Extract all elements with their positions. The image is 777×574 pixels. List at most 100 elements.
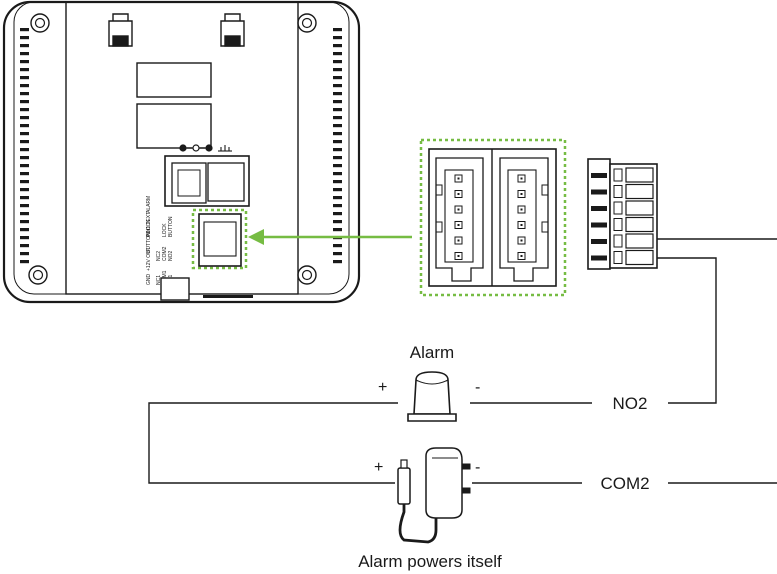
- socket-pin-center: [457, 239, 460, 242]
- vent-slot: [20, 180, 29, 184]
- vent-slot: [20, 52, 29, 56]
- vent-slot: [20, 92, 29, 96]
- socket-pin-center: [457, 193, 460, 195]
- plug-pin-marker: [591, 255, 607, 261]
- com2-label: COM2: [600, 474, 649, 493]
- vent-slot: [20, 108, 29, 112]
- vent-slot: [333, 156, 342, 160]
- vent-slot: [333, 188, 342, 192]
- polarity-symbol: [179, 144, 213, 152]
- port-label: NC1: [156, 275, 162, 285]
- port-label: LOCK: [162, 223, 168, 237]
- vent-slot: [333, 132, 342, 136]
- vent-slot: [20, 228, 29, 232]
- rj45-socket: [171, 162, 207, 204]
- vent-slot: [333, 84, 342, 88]
- plug-wire-slot: [625, 249, 654, 266]
- socket-pin-center: [457, 224, 460, 226]
- vent-slot: [20, 44, 29, 48]
- vent-slot: [333, 220, 342, 224]
- device-terminal-highlight: [191, 208, 248, 270]
- vent-slot: [20, 100, 29, 104]
- socket-pins-left: [454, 174, 463, 260]
- vent-slot: [20, 188, 29, 192]
- vent-slot: [333, 196, 342, 200]
- plug-pin-marker: [591, 239, 607, 244]
- vent-slot: [20, 124, 29, 128]
- port-label: NC2: [156, 251, 162, 261]
- vent-slot: [20, 204, 29, 208]
- vent-slot: [333, 108, 342, 112]
- plug-pin-marker: [591, 173, 607, 178]
- socket-pin-center: [520, 224, 523, 226]
- vent-slot: [20, 140, 29, 144]
- alarm-label: Alarm: [410, 343, 454, 362]
- socket-pin-center: [520, 239, 523, 242]
- device-back-panel: [2, 0, 361, 304]
- alarm-minus-sign: -: [475, 379, 480, 396]
- vent-slot: [20, 132, 29, 136]
- alarm-siren-icon: [407, 371, 457, 422]
- usb-icon: [218, 145, 232, 152]
- port-labels-col2: NC1 COM1 NO1 NC2 COM2 NO2 LOCK BUTTON: [156, 216, 174, 285]
- device-bottom-strip: [203, 295, 253, 298]
- vent-slot: [20, 60, 29, 64]
- vent-slot: [20, 172, 29, 176]
- port-label: COM2: [162, 246, 168, 261]
- plug-screw-slot: [613, 234, 623, 248]
- plug-pin-marker: [591, 189, 607, 195]
- socket-pin-center: [457, 255, 460, 257]
- device-socket-block: [164, 155, 250, 207]
- zoom-terminal-highlight: [419, 138, 567, 297]
- label-recess-top: [136, 62, 212, 98]
- vent-slot: [333, 116, 342, 120]
- socket-pin-center: [457, 177, 460, 180]
- vent-slot: [333, 204, 342, 208]
- vent-slot: [333, 252, 342, 256]
- socket-pin-center: [520, 208, 523, 211]
- plug-wire-slot: [625, 167, 654, 183]
- vent-slot: [333, 60, 342, 64]
- plug-wire-slot: [625, 233, 654, 249]
- vent-slot: [333, 76, 342, 80]
- plug-screw-slot: [613, 201, 623, 215]
- port-labels-col1: GND +12V OUT BUTTON PIN1 TEXT: [146, 212, 152, 285]
- vent-slot: [20, 148, 29, 152]
- plug-wire-slot: [625, 200, 654, 216]
- mount-hook-right: [220, 13, 245, 47]
- socket-pin-center: [457, 208, 460, 211]
- port-group-labels: LOCK ALARM: [146, 196, 152, 233]
- vent-slot: [20, 196, 29, 200]
- vent-slot: [20, 244, 29, 248]
- vent-slot: [333, 100, 342, 104]
- vent-slot: [333, 44, 342, 48]
- port-label: BUTTON: [168, 216, 174, 237]
- vent-slot: [333, 172, 342, 176]
- plug-screw-slot: [613, 168, 623, 182]
- vent-slot: [20, 236, 29, 240]
- socket-pins-right: [517, 174, 526, 260]
- power-adapter-icon: [397, 447, 471, 544]
- vent-slot: [333, 148, 342, 152]
- vent-slots-right: [333, 28, 342, 264]
- vent-slot: [333, 36, 342, 40]
- vent-slot: [20, 252, 29, 256]
- vent-slot: [20, 164, 29, 168]
- vent-slot: [20, 36, 29, 40]
- port-label: PIN1 TEXT: [146, 212, 152, 237]
- screw-top-left: [30, 13, 50, 33]
- label-recess-bottom: [136, 103, 212, 149]
- zoom-terminal-socket: [428, 148, 557, 287]
- port-label: NO2: [168, 251, 174, 262]
- vent-slot: [333, 260, 342, 264]
- wire-no2-down: [657, 257, 717, 404]
- plug-wire-slot: [625, 183, 654, 200]
- vent-slot: [333, 52, 342, 56]
- device-outer-frame: [2, 0, 361, 304]
- vent-slot: [20, 68, 29, 72]
- vent-slot: [333, 228, 342, 232]
- vent-slot: [333, 244, 342, 248]
- socket-pin-center: [520, 177, 523, 180]
- screw-top-right: [297, 13, 317, 33]
